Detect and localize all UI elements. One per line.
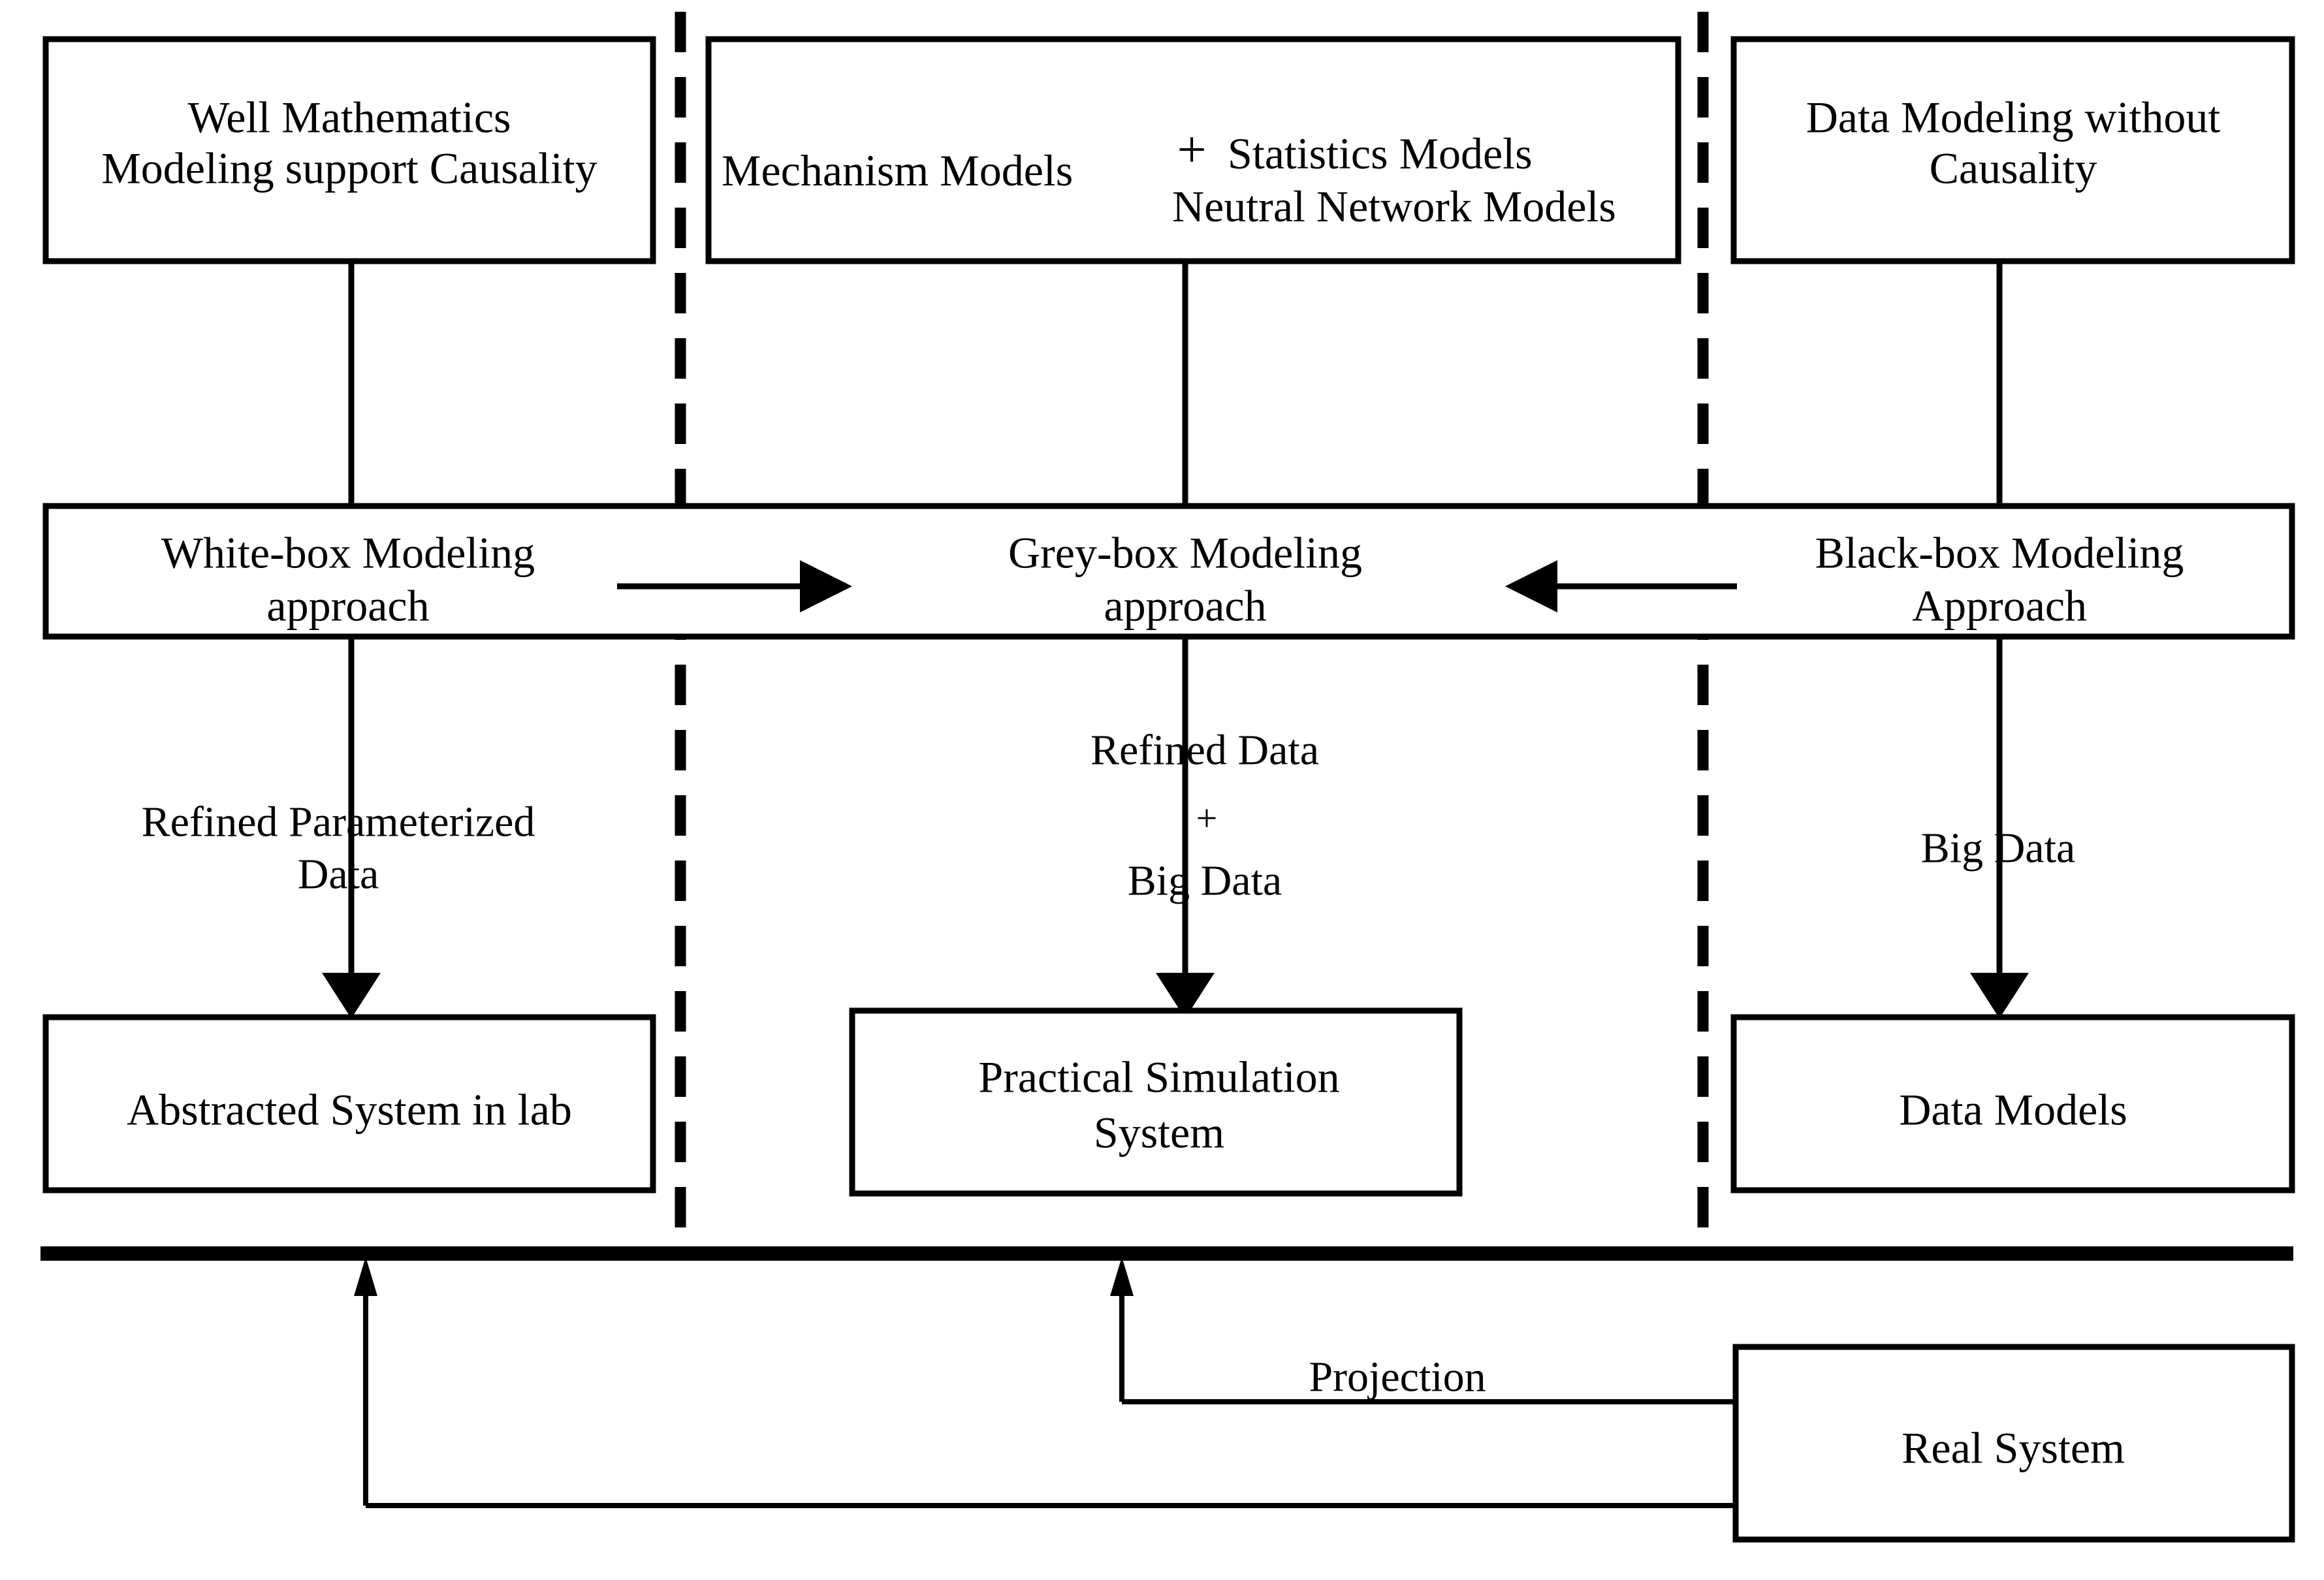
top-box-well-mathematics [42, 36, 656, 264]
arrow-whitebox-to-abstracted-head [322, 973, 381, 1019]
arrow-whitebox-to-greybox-head [800, 560, 852, 612]
bottom-box-abstracted-system [42, 1014, 656, 1193]
projection-arrow-head [1110, 1257, 1134, 1296]
real-system-box [1732, 1344, 2295, 1543]
top-box-data-modeling [1730, 36, 2295, 264]
arrow-blackbox-to-datamodels-head [1970, 973, 2029, 1019]
bottom-box-data-models [1730, 1014, 2295, 1193]
arrow-greybox-to-practical-head [1156, 973, 1215, 1019]
arrow-blackbox-to-greybox-head [1505, 560, 1557, 612]
realsystem-to-left-arrow-head [354, 1257, 377, 1296]
approach-band-box [42, 503, 2295, 640]
top-box-mechanism-statistics [705, 36, 1681, 264]
bottom-box-practical-simulation [849, 1007, 1463, 1197]
